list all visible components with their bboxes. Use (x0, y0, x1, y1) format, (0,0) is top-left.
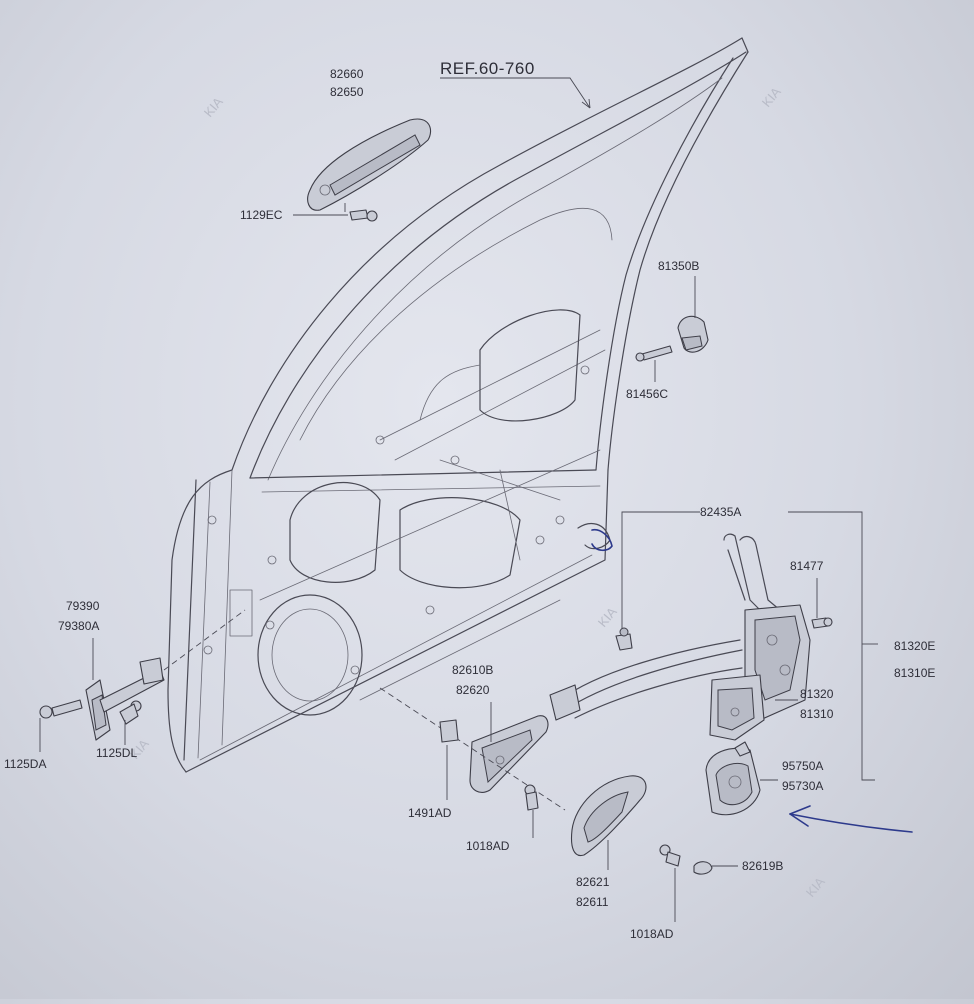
inside-handle-part (469, 715, 549, 793)
handle-screw-part (659, 844, 681, 867)
handle-screw-part (524, 784, 539, 811)
nut-clip-part (439, 719, 459, 743)
callout-labels: REF.60-760 82660 82650 1129EC 81350B 814… (4, 59, 935, 941)
part-number-label: 82619B (742, 859, 783, 873)
checker-bolt-part (39, 699, 83, 719)
checker-bolt-part (119, 700, 142, 725)
outside-handle-part (307, 118, 432, 211)
part-number-label: 79390 (66, 599, 100, 613)
part-number-label: 81310 (800, 707, 834, 721)
part-number-label: 81310E (894, 666, 935, 680)
part-number-label: 81456C (626, 387, 668, 401)
rod-clip-part (615, 627, 633, 651)
assembly-dash-line (163, 609, 246, 671)
reference-arrowhead (581, 98, 591, 109)
door-checker-part (85, 657, 165, 741)
handle-cover-part (570, 775, 647, 857)
reference-label: REF.60-760 (440, 59, 535, 78)
part-number-label: 1125DL (96, 746, 137, 760)
part-number-label: 1018AD (630, 927, 674, 941)
part-number-label: 82620 (456, 683, 490, 697)
part-number-label: 1491AD (408, 806, 452, 820)
part-number-label: 81320E (894, 639, 935, 653)
part-number-label: 81477 (790, 559, 824, 573)
part-number-label: 95730A (782, 779, 823, 793)
part-number-label: 82610B (452, 663, 493, 677)
watermark: KIA (595, 604, 620, 630)
part-number-label: 81320 (800, 687, 834, 701)
part-number-label: 82650 (330, 85, 364, 99)
part-number-label: 82660 (330, 67, 364, 81)
watermark: KIA (201, 94, 226, 120)
pen-arrow-mark (789, 813, 913, 833)
assembly-bracket (788, 511, 875, 781)
part-number-label: 1018AD (466, 839, 510, 853)
pen-arrowhead-mark (789, 805, 811, 827)
part-number-label: 81350B (658, 259, 699, 273)
door-latch-part (549, 533, 811, 741)
part-number-label: 79380A (58, 619, 99, 633)
pen-circle-mark (591, 528, 613, 552)
handle-bolt-part (349, 209, 378, 222)
assembly-dash-line (379, 687, 566, 811)
part-number-label: 95750A (782, 759, 823, 773)
part-number-label: 82435A (700, 505, 741, 519)
part-number-label: 1129EC (240, 208, 283, 222)
cap-part (693, 861, 713, 875)
reference-leader (440, 77, 591, 109)
striker-part (635, 315, 709, 362)
part-number-label: 82621 (576, 875, 610, 889)
actuator-part (705, 741, 761, 816)
leader-line (621, 511, 700, 638)
door-panel-drawing (167, 37, 749, 773)
watermark: KIA (803, 874, 828, 900)
part-number-label: 82611 (576, 895, 609, 909)
latch-screw-part (811, 617, 833, 629)
part-number-label: 1125DA (4, 757, 46, 771)
watermark: KIA (759, 84, 784, 110)
